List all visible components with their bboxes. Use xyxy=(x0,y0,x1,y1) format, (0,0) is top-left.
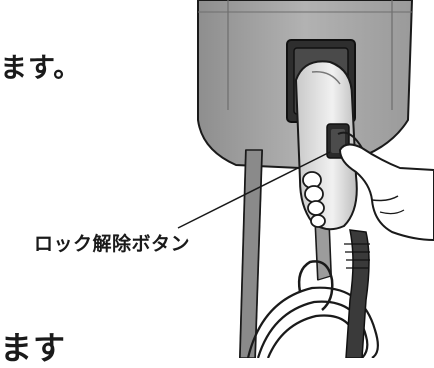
instruction-text-top: ます。 xyxy=(0,53,82,84)
charger-illustration xyxy=(177,0,434,358)
instruction-text-bottom: ます xyxy=(0,329,67,367)
fingers xyxy=(302,171,326,228)
connector-cable xyxy=(344,229,370,358)
hand xyxy=(337,131,434,242)
callout-leader-line xyxy=(177,151,331,229)
lock-release-button-label: ロック解除ボタン xyxy=(34,233,191,255)
